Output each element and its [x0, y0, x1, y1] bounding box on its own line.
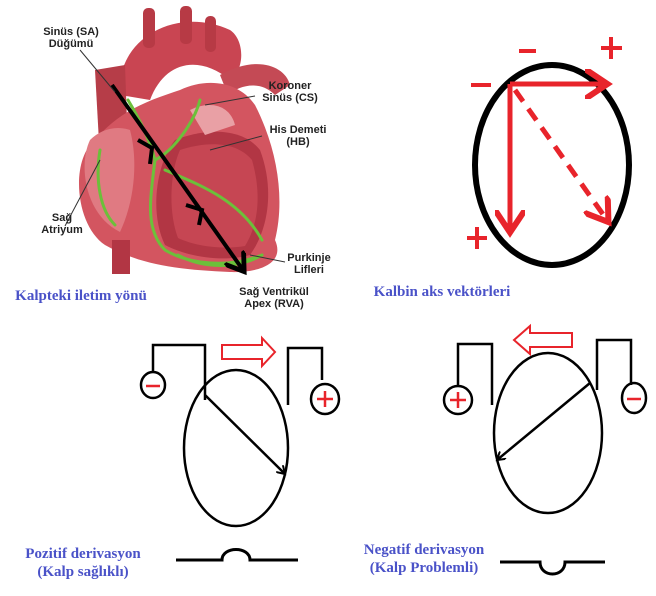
label-his-bundle: His Demeti (HB): [258, 124, 338, 148]
negative-lead-figure: [444, 326, 646, 574]
label-his-bundle-line2: (HB): [258, 136, 338, 148]
positive-plus-mark: [317, 391, 333, 407]
caption-positive-line2: (Kalp sağlıklı): [8, 563, 158, 581]
diagonal-dashed-vector: [515, 90, 607, 220]
label-right-atrium: Sağ Atriyum: [34, 212, 90, 236]
caption-negative-lead: Negatif derivasyon (Kalp Problemli): [348, 541, 500, 577]
label-sa-node: Sinüs (SA) Düğümü: [30, 26, 112, 50]
caption-positive-lead: Pozitif derivasyon (Kalp sağlıklı): [8, 545, 158, 581]
carotid-vessel: [180, 6, 192, 44]
caption-negative-line1: Negatif derivasyon: [348, 541, 500, 559]
label-purkinje-line1: Purkinje: [276, 252, 342, 264]
positive-heart-ellipse: [184, 370, 288, 526]
label-coronary-sinus-line2: Sinüs (CS): [252, 92, 328, 104]
negative-heart-ellipse: [494, 353, 602, 513]
label-apex-line1: Sağ Ventrikül: [226, 286, 322, 298]
caption-conduction-direction: Kalpteki iletim yönü: [6, 287, 156, 305]
axis-circle: [475, 65, 629, 265]
axis-vectors-figure: [467, 37, 629, 265]
label-right-atrium-line1: Sağ: [34, 212, 90, 224]
positive-right-wire: [288, 348, 322, 405]
label-purkinje-line2: Lifleri: [276, 264, 342, 276]
brachiocephalic-vessel: [143, 8, 155, 48]
caption-positive-line1: Pozitif derivasyon: [8, 545, 158, 563]
negative-plus-mark: [450, 392, 466, 408]
caption-negative-line2: (Kalp Problemli): [348, 559, 500, 577]
positive-left-wire: [153, 345, 205, 400]
label-coronary-sinus: Koroner Sinüs (CS): [252, 80, 328, 104]
negative-left-wire: [458, 344, 492, 405]
positive-direction-arrow: [222, 338, 275, 366]
label-apex-line2: Apex (RVA): [226, 298, 322, 310]
label-apex: Sağ Ventrikül Apex (RVA): [226, 286, 322, 310]
plus-sign-bottom-left: [467, 227, 487, 249]
subclavian-vessel: [205, 16, 216, 52]
label-coronary-sinus-line1: Koroner: [252, 80, 328, 92]
plus-sign-top-right: [601, 37, 622, 59]
negative-ecg-wave: [500, 562, 605, 574]
label-sa-node-line2: Düğümü: [30, 38, 112, 50]
label-right-atrium-line2: Atriyum: [34, 224, 90, 236]
label-his-bundle-line1: His Demeti: [258, 124, 338, 136]
negative-vector: [497, 383, 590, 460]
label-sa-node-line1: Sinüs (SA): [30, 26, 112, 38]
positive-lead-figure: [141, 338, 339, 560]
positive-vector: [205, 395, 285, 474]
label-purkinje: Purkinje Lifleri: [276, 252, 342, 276]
negative-right-wire: [597, 340, 631, 390]
inferior-vena-cava: [112, 240, 130, 274]
negative-direction-arrow: [514, 326, 572, 354]
caption-axis-vectors: Kalbin aks vektörleri: [362, 283, 522, 301]
positive-ecg-wave: [176, 550, 298, 561]
